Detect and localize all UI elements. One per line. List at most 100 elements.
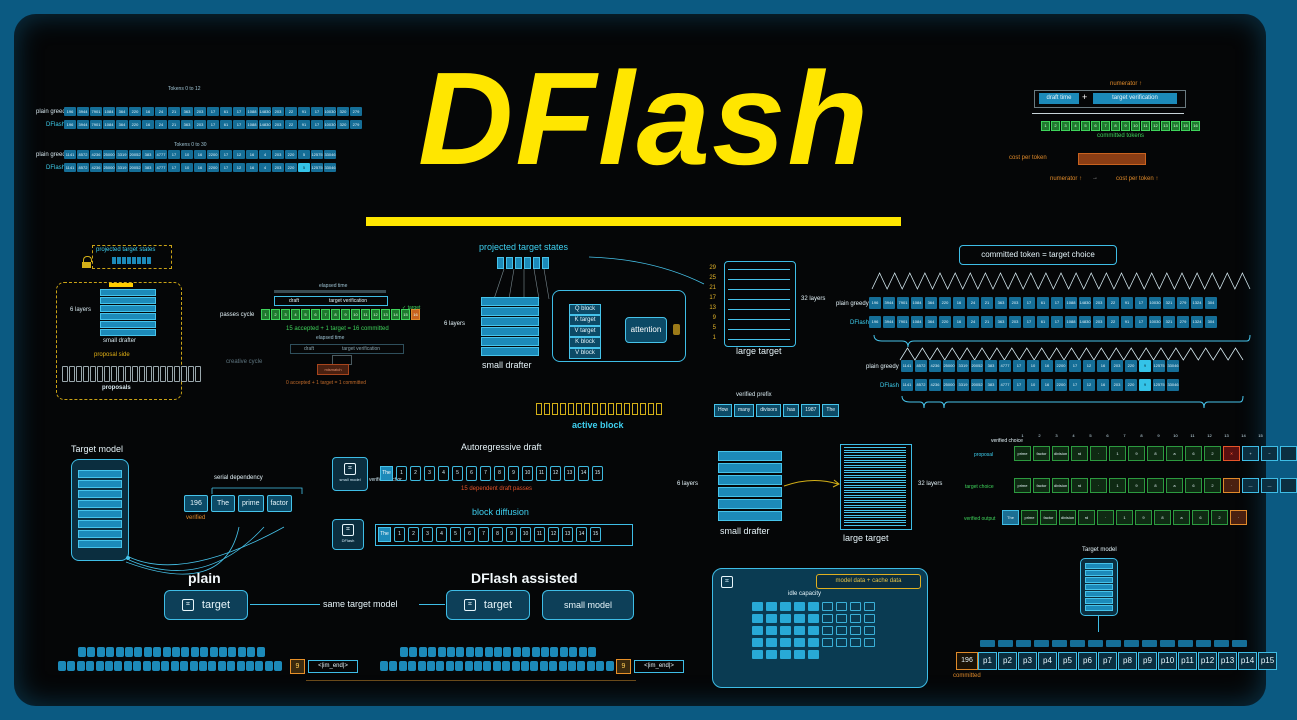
capacity-cell: [808, 614, 819, 623]
output-cell: [511, 661, 520, 671]
output-cell: [95, 661, 104, 671]
token-cell: 196: [64, 107, 76, 116]
verify-col-head: 5: [1089, 433, 1092, 438]
attention-output: [673, 324, 680, 335]
dflash-target-pill[interactable]: ⌗ target: [446, 590, 530, 620]
chip-icon-2: ⌗: [342, 524, 354, 536]
target-layer-line: [728, 319, 790, 320]
projected-states-cells: [112, 257, 151, 264]
output-cell: [522, 647, 531, 657]
right-row-plain-2: plain greedy: [866, 364, 899, 370]
plain-end-token: <|im_end|>: [308, 660, 358, 673]
output-cell: [492, 661, 501, 671]
token-cell: 7901: [90, 107, 102, 116]
token-cell: 17: [220, 163, 232, 172]
draft-time-block: draft time: [1039, 93, 1079, 104]
output-cell: [133, 661, 142, 671]
layer-tick: 1: [712, 335, 716, 341]
token-cell: 8572: [915, 379, 927, 391]
token-cell: 2200: [207, 150, 219, 159]
token-cell: 12: [1083, 379, 1095, 391]
token-cell: 279: [350, 120, 362, 129]
chip-icon-capacity: ⌗: [721, 576, 733, 588]
qkv-block: K target: [569, 315, 601, 326]
output-cell: [199, 661, 207, 671]
compare-large-line: [844, 509, 906, 511]
verify-col-head: 4: [1072, 433, 1075, 438]
token-cell: 17: [1069, 379, 1081, 391]
prefix-token: The: [822, 404, 840, 417]
verify-cell: division: [1052, 446, 1069, 461]
proposal-cell: [188, 366, 194, 382]
compare-drafter-label: small drafter: [720, 526, 770, 536]
token-cell: 16: [1041, 360, 1053, 372]
proposal-cell: [76, 366, 82, 382]
proposal-side-label: proposal side: [94, 352, 130, 358]
output-cell: [568, 661, 576, 671]
verify-cell: [1280, 478, 1297, 493]
capacity-badge: model data + cache data: [816, 574, 921, 589]
output-cell: [78, 647, 86, 657]
cycle-cell: 13: [381, 309, 390, 320]
token-cell: 1141: [901, 379, 913, 391]
output-cell: [256, 647, 265, 657]
output-cell: [549, 661, 558, 671]
output-cell: [255, 661, 264, 671]
compare-large-line: [844, 484, 906, 486]
token-cell: 1141: [64, 163, 76, 172]
compare-large-line: [844, 494, 906, 496]
brace-row-2: [901, 395, 1244, 409]
plain-target-pill[interactable]: ⌗ target: [164, 590, 248, 620]
verify-cell: 2: [1204, 478, 1221, 493]
verify-cell: 2: [1204, 446, 1221, 461]
active-block-row: [536, 403, 662, 415]
token-cell: 25000: [103, 150, 115, 159]
token-cell: 16: [1097, 379, 1109, 391]
serial-token: The: [211, 495, 235, 512]
drafter-layer: [100, 297, 156, 304]
token-cell: 22: [285, 107, 297, 116]
token-cell: 61: [1037, 297, 1049, 309]
token-cell: 4: [259, 150, 271, 159]
ar-model-label: small model: [339, 477, 361, 482]
proposal-cell: [118, 366, 124, 382]
caption-1: Tokens 0 to 12: [168, 86, 201, 92]
output-cell: [503, 647, 512, 657]
token-cell: 4: [259, 163, 271, 172]
active-cell: [592, 403, 598, 415]
verify-cell: rd: [1071, 446, 1088, 461]
active-cell: [568, 403, 574, 415]
output-cell: [588, 647, 596, 657]
output-cell: [418, 647, 427, 657]
layer-tick: 21: [709, 285, 716, 291]
cycle-cell: 15: [401, 309, 410, 320]
output-cell: [605, 661, 614, 671]
verified-choice-label: verified choice: [991, 438, 1023, 444]
proposal-cell: [153, 366, 159, 382]
token-cell: 91: [1121, 316, 1133, 328]
layer-tick: 29: [709, 265, 716, 271]
arrow-glyph: →: [1092, 175, 1098, 181]
output-cell: [274, 661, 283, 671]
target-layer-line: [728, 299, 790, 300]
token-cell: 24: [967, 316, 979, 328]
compare-small-layer: [718, 487, 782, 497]
compare-large-line: [844, 504, 906, 506]
small-model-pill[interactable]: small model: [542, 590, 634, 620]
dflash-assisted-heading: DFlash assisted: [471, 570, 578, 586]
output-cell: [400, 647, 408, 657]
cycle-cell: 7: [321, 309, 330, 320]
bd-cell: 7: [478, 527, 489, 542]
rb-head-cell: [980, 640, 995, 647]
token-cell: 12575: [1153, 360, 1165, 372]
layer-tick: 5: [712, 325, 716, 331]
same-line-left: [250, 604, 320, 605]
idle-cell: [850, 614, 861, 623]
rb-target-layer: [1085, 591, 1113, 597]
rb-target-layer: [1085, 570, 1113, 576]
target-model-layer: [78, 480, 122, 488]
verify-col-head: 15: [1258, 433, 1263, 438]
compare-layers-left: 6 layers: [677, 481, 699, 487]
